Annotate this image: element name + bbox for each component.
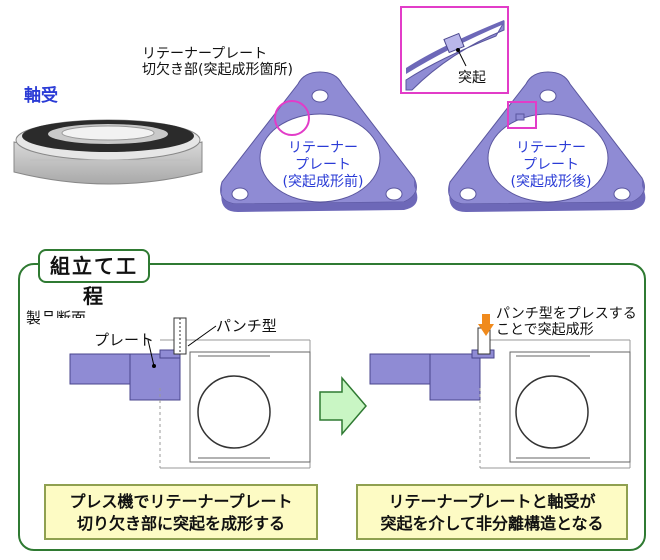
plate-section-label: プレート	[94, 331, 155, 349]
bearing-illustration	[13, 119, 203, 185]
cross-section-before	[40, 317, 311, 469]
press-note: パンチ型をプレスする ことで突起成形	[496, 306, 637, 338]
protrusion-label: 突起	[458, 70, 486, 86]
protrusion-zoom-inset	[400, 6, 509, 94]
caption-right: リテーナープレートと軸受が 突起を介して非分離構造となる	[356, 484, 628, 540]
plate-after-label: リテーナー プレート (突起成形後)	[510, 140, 592, 190]
cutout-note: リテーナープレート 切欠き部(突起成形箇所)	[142, 46, 293, 78]
process-arrow	[319, 375, 367, 437]
cross-section-after	[369, 327, 631, 469]
punch-label-leader	[187, 325, 217, 347]
press-arrow	[478, 314, 494, 336]
bearing-label: 軸受	[24, 86, 58, 106]
plate-after-illustration	[448, 71, 646, 212]
punch-label: パンチ型	[216, 317, 277, 335]
caption-left: プレス機でリテーナープレート 切り欠き部に突起を成形する	[44, 484, 318, 540]
plate-before-illustration	[220, 71, 418, 212]
process-title: 組立て工程	[38, 249, 150, 308]
plate-before-label: リテーナー プレート (突起成形前)	[282, 140, 364, 190]
